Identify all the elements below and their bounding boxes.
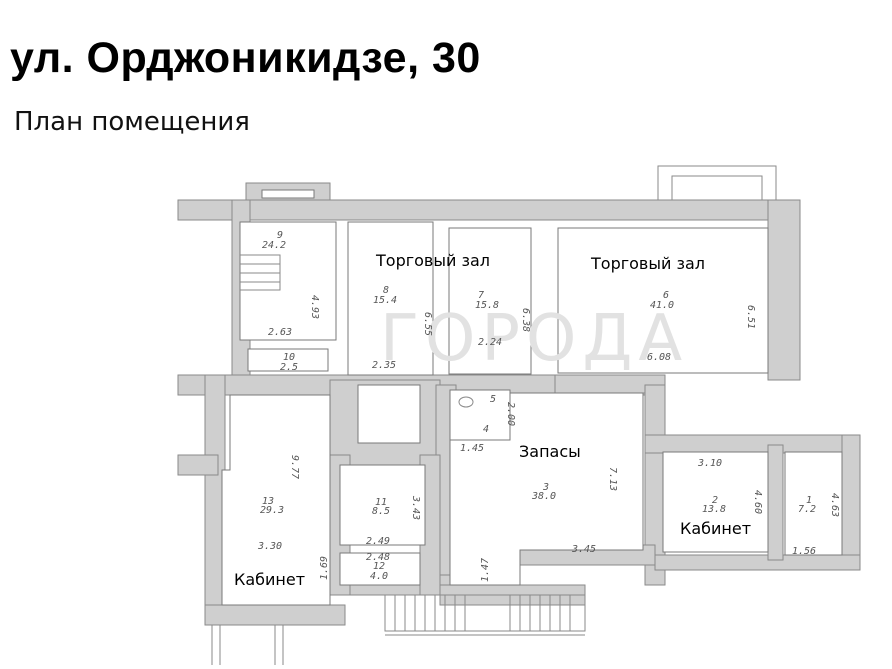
label-office-left: Кабинет (234, 570, 305, 589)
room-10 (247, 348, 329, 372)
room-9-annotations: 9 24.2 4.93 2.63 (262, 230, 320, 338)
room-6 (557, 227, 769, 374)
svg-text:7.2: 7.2 (798, 504, 816, 515)
svg-text:6.08: 6.08 (647, 352, 671, 363)
svg-text:2: 2 (712, 495, 718, 506)
svg-text:38.0: 38.0 (531, 491, 556, 502)
room-8-annotations: 8 15.4 6.55 2.35 (372, 285, 433, 371)
room-11 (339, 464, 426, 546)
svg-text:3.30: 3.30 (257, 541, 282, 552)
svg-text:24.2: 24.2 (262, 240, 286, 251)
svg-text:1.56: 1.56 (792, 546, 816, 557)
room-7-annotations: 7 15.8 6.38 2.24 (475, 290, 531, 348)
room-4-5 (449, 389, 511, 441)
svg-text:5: 5 (490, 394, 496, 405)
room-2-annotations: 3.10 2 13.8 4.60 (697, 458, 763, 515)
svg-text:2.63: 2.63 (268, 327, 292, 338)
label-storage: Запасы (519, 442, 581, 461)
watermark: ГОРОДА (380, 302, 688, 376)
svg-text:29.3: 29.3 (260, 505, 284, 516)
svg-text:3.45: 3.45 (571, 544, 596, 555)
svg-text:4.93: 4.93 (309, 295, 320, 319)
svg-text:2.49: 2.49 (366, 536, 390, 547)
room-3 (449, 392, 644, 586)
room-4-5-annotations: 5 4 2.00 (483, 394, 516, 435)
svg-text:4.60: 4.60 (752, 490, 763, 514)
svg-text:9.77: 9.77 (289, 455, 300, 479)
room-1 (784, 451, 843, 556)
svg-text:6.51: 6.51 (745, 305, 756, 329)
svg-text:2.48: 2.48 (366, 552, 390, 563)
page-subtitle: План помещения (14, 107, 250, 137)
shaft (357, 384, 421, 444)
room-7 (448, 227, 532, 375)
svg-text:11: 11 (375, 497, 387, 508)
label-office-right: Кабинет (680, 519, 751, 538)
room-8 (347, 221, 434, 376)
svg-text:7: 7 (478, 290, 484, 301)
svg-text:2.35: 2.35 (372, 360, 396, 371)
toilet-icon (458, 396, 474, 408)
page-title: ул. Орджоникидзе, 30 (10, 34, 481, 82)
room-11-annotations: 11 8.5 3.43 2.49 (366, 495, 421, 547)
room-6-annotations: 6 41.0 6.51 6.08 (647, 290, 756, 363)
label-trade-hall-1: Торговый зал (375, 251, 490, 270)
svg-text:13: 13 (262, 496, 274, 507)
entrance-left-icon (211, 625, 284, 665)
room-9 (239, 221, 337, 341)
room-12 (339, 552, 421, 586)
room-10-annotations: 10 2.5 (280, 352, 298, 373)
svg-text:4.0: 4.0 (370, 571, 388, 582)
svg-text:1.69: 1.69 (319, 556, 330, 580)
svg-text:4.63: 4.63 (829, 493, 840, 517)
svg-text:2.5: 2.5 (280, 362, 298, 373)
svg-text:10: 10 (283, 352, 295, 363)
room-2 (662, 451, 769, 553)
svg-text:4: 4 (483, 424, 489, 435)
svg-text:1: 1 (806, 495, 812, 506)
svg-text:41.0: 41.0 (650, 300, 674, 311)
svg-text:1.47: 1.47 (480, 558, 491, 582)
svg-text:15.4: 15.4 (373, 295, 397, 306)
svg-text:13.8: 13.8 (702, 504, 726, 515)
svg-text:8.5: 8.5 (372, 506, 390, 517)
room-13 (221, 394, 331, 606)
svg-text:15.8: 15.8 (475, 300, 499, 311)
svg-text:9: 9 (277, 230, 283, 241)
svg-text:3.43: 3.43 (410, 495, 421, 520)
room-12-annotations: 2.48 12 4.0 1.69 (319, 552, 390, 582)
svg-text:6.38: 6.38 (520, 308, 531, 332)
room-13-annotations: 13 29.3 9.77 3.30 (257, 455, 300, 552)
svg-text:12: 12 (373, 561, 385, 572)
svg-text:7.13: 7.13 (607, 467, 618, 491)
room-1-annotations: 1 7.2 4.63 1.56 (792, 493, 840, 557)
svg-text:2.24: 2.24 (478, 337, 502, 348)
stairs-interior-icon (240, 254, 281, 291)
svg-text:6: 6 (663, 290, 669, 301)
svg-text:2.00: 2.00 (505, 402, 516, 426)
svg-text:8: 8 (383, 285, 389, 296)
svg-text:3: 3 (542, 482, 549, 493)
balcony-right (657, 165, 777, 205)
room-3-annotations: 1.45 3 38.0 7.13 3.45 1.47 (460, 443, 618, 582)
label-trade-hall-2: Торговый зал (590, 254, 705, 273)
svg-text:1.45: 1.45 (460, 443, 484, 454)
svg-text:6.55: 6.55 (422, 312, 433, 336)
svg-text:3.10: 3.10 (697, 458, 722, 469)
stairs-bottom-icon (384, 594, 586, 636)
